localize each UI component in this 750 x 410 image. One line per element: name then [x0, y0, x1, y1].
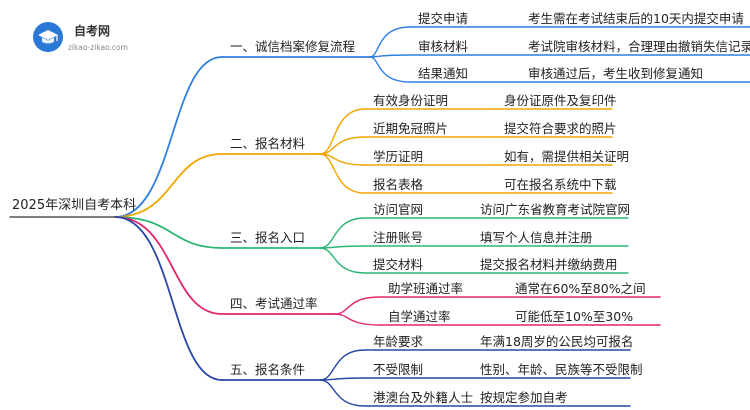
- item-description: 提交报名材料并缴纳费用: [480, 257, 618, 272]
- item-label: 结果通知: [418, 66, 469, 81]
- branch-label: 五、报名条件: [230, 362, 306, 377]
- item-description: 提交符合要求的照片: [504, 121, 617, 136]
- item-description: 性别、年龄、民族等不受限制: [480, 362, 643, 377]
- branch-label: 三、报名入口: [230, 230, 306, 245]
- branch-to-item-connector: [369, 26, 411, 58]
- item-label: 学历证明: [373, 149, 424, 164]
- logo-url: zikao-zikao.com: [68, 43, 128, 52]
- branch-to-item-connector: [319, 349, 366, 381]
- branch-to-item-connector: [334, 313, 381, 326]
- item-description: 可在报名系统中下载: [504, 177, 617, 192]
- item-description: 身份证原件及复印件: [504, 93, 617, 108]
- branch-to-item-connector: [319, 217, 366, 249]
- root-to-branch-connector: [114, 216, 223, 249]
- item-label: 港澳台及外籍人士: [373, 390, 474, 405]
- branch-to-item-connector: [319, 153, 366, 166]
- branch-to-item-connector: [369, 54, 411, 58]
- item-label: 提交材料: [373, 257, 424, 272]
- branch-to-item-connector: [369, 56, 411, 83]
- item-description: 填写个人信息并注册: [480, 230, 593, 245]
- item-label: 自学通过率: [388, 309, 451, 324]
- item-label: 访问官网: [373, 202, 424, 217]
- item-label: 助学班通过率: [388, 281, 464, 296]
- root-to-branch-connector: [114, 153, 223, 218]
- branch-to-item-connector: [334, 296, 381, 315]
- root-node: 2025年深圳自考本科: [12, 198, 137, 213]
- branch-label: 一、诚信档案修复流程: [230, 39, 356, 54]
- item-description: 通常在60%至80%之间: [515, 281, 646, 296]
- item-label: 报名表格: [373, 177, 424, 192]
- root-to-branch-connector: [114, 216, 223, 381]
- branch-to-item-connector: [319, 136, 366, 155]
- item-description: 考试院审核材料，合理理由撤销失信记录: [528, 39, 750, 54]
- item-label: 审核材料: [418, 39, 469, 54]
- item-description: 按规定参加自考: [480, 390, 568, 405]
- branch-to-item-connector: [319, 247, 366, 274]
- branch-to-item-connector: [319, 379, 366, 407]
- item-description: 可能低至10%至30%: [515, 309, 634, 324]
- item-description: 年满18周岁的公民均可报名: [480, 334, 634, 349]
- logo-name: 自考网: [74, 24, 111, 38]
- item-label: 近期免冠照片: [373, 121, 449, 136]
- item-label: 注册账号: [373, 230, 424, 245]
- graduation-cap-icon: [33, 22, 63, 52]
- branch-label: 二、报名材料: [230, 136, 306, 151]
- site-logo: 自考网 zikao-zikao.com: [32, 20, 142, 56]
- branch-to-item-connector: [319, 153, 366, 194]
- root-to-branch-connector: [114, 216, 223, 315]
- item-description: 如有，需提供相关证明: [504, 149, 630, 164]
- item-description: 访问广东省教育考试院官网: [480, 202, 631, 217]
- item-label: 年龄要求: [373, 334, 424, 349]
- item-description: 考生需在考试结束后的10天内提交申请: [528, 11, 744, 26]
- branch-label: 四、考试通过率: [230, 296, 318, 311]
- item-label: 不受限制: [373, 362, 424, 377]
- item-description: 审核通过后，考生收到修复通知: [528, 66, 704, 81]
- item-label: 提交申请: [418, 11, 469, 26]
- branch-to-item-connector: [319, 108, 366, 155]
- item-label: 有效身份证明: [373, 93, 449, 108]
- root-to-branch-connector: [114, 56, 223, 218]
